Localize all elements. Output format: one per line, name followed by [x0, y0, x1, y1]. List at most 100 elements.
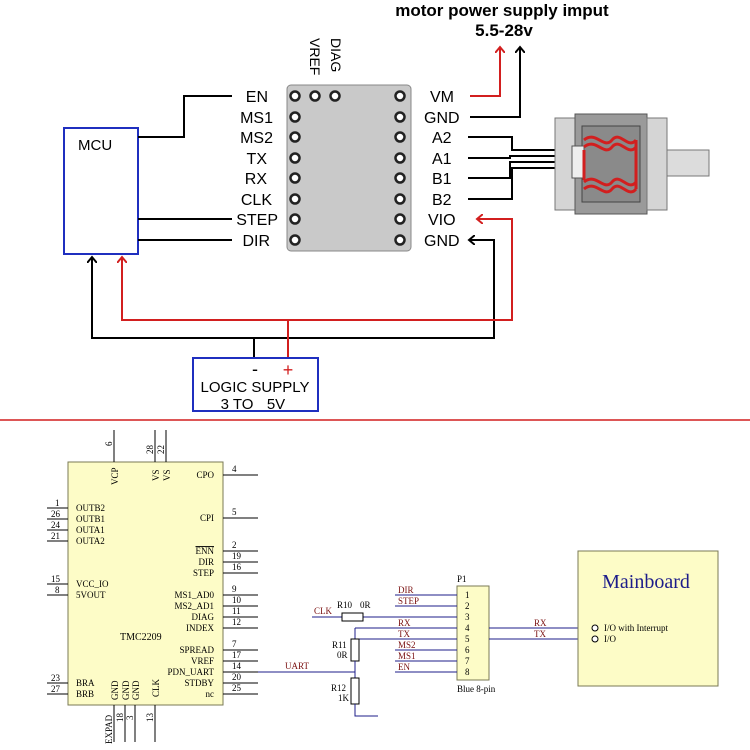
p1-label: P1	[457, 574, 467, 584]
rpin-name-index: INDEX	[186, 623, 214, 633]
pin-en: EN	[246, 89, 268, 106]
tpin-num-6: 6	[104, 441, 114, 446]
bpin-name-expad: EXPAD	[104, 714, 114, 744]
r10-resistor	[341, 612, 364, 622]
logic-supply-box	[192, 357, 319, 412]
bpin-name-gnd2: GND	[121, 680, 131, 700]
io-interrupt-pin	[591, 624, 599, 632]
mcu-label: MCU	[78, 137, 112, 154]
pin-vm: VM	[430, 89, 454, 106]
pin-ms2: MS2	[240, 130, 273, 147]
rpin-num-25: 25	[232, 683, 242, 693]
logic-gnd-wire-right	[254, 240, 495, 339]
logic-line3: 5V	[267, 396, 285, 413]
lpin-name-1: OUTB2	[76, 503, 105, 513]
bpin-name-clk: CLK	[151, 678, 161, 697]
driver-module	[286, 84, 412, 252]
bpin-name-gnd3: GND	[131, 680, 141, 700]
io-label: I/O	[604, 634, 616, 644]
p1-sig-ms2: MS2	[398, 640, 416, 650]
r10-value: 0R	[360, 600, 371, 610]
rpin-name-spread: SPREAD	[179, 645, 214, 655]
p1-sig-tx: TX	[398, 629, 410, 639]
r12-wire	[354, 704, 378, 717]
mainboard-title: Mainboard	[602, 571, 690, 593]
supply-title: motor power supply imput	[395, 1, 609, 20]
mainboard	[577, 550, 719, 687]
pin-b2: B2	[432, 192, 452, 209]
diag-label: DIAG	[328, 38, 344, 72]
pin-ms1: MS1	[240, 110, 273, 127]
p1-sig-rx: RX	[398, 618, 411, 628]
p1-sig-dir: DIR	[398, 585, 414, 595]
rpin-name-enn: ENN	[196, 546, 215, 556]
p1-num-3: 3	[465, 612, 470, 622]
pin-gnd-top: GND	[424, 110, 460, 127]
lpin-num-27: 27	[51, 684, 61, 694]
motor-wires	[468, 136, 560, 200]
pin-step: STEP	[236, 212, 278, 229]
p1-num-1: 1	[465, 590, 470, 600]
lpin-num-8: 8	[55, 585, 60, 595]
logic-plus: +	[283, 360, 294, 380]
vref-label: VREF	[307, 38, 323, 75]
lpin-num-21: 21	[51, 531, 60, 541]
bpin-num-18: 18	[115, 713, 125, 723]
tpin-num-28: 28	[145, 445, 155, 455]
rx-label-main: RX	[534, 618, 547, 628]
rpin-num-14: 14	[232, 661, 242, 671]
p1-num-2: 2	[465, 601, 470, 611]
rpin-num-7: 7	[232, 639, 237, 649]
p1-num-8: 8	[465, 667, 470, 677]
tpin-name-vcp: VCP	[110, 467, 120, 485]
p1-num-6: 6	[465, 645, 470, 655]
lpin-name-15: VCC_IO	[76, 579, 109, 589]
logic-line2: 3 TO	[221, 396, 254, 413]
p1-num-7: 7	[465, 656, 470, 666]
tpin-num-22: 22	[156, 445, 166, 454]
chip-top-leads	[113, 430, 167, 462]
pin-vio: VIO	[428, 212, 456, 229]
pin-tx: TX	[247, 151, 268, 168]
r12-value: 1K	[338, 693, 350, 703]
rpin-name-dir: DIR	[199, 557, 215, 567]
uart-label: UART	[285, 661, 309, 671]
p1-num-4: 4	[465, 623, 470, 633]
supply-voltage: 5.5-28v	[475, 21, 533, 40]
rpin-name-ms2: MS2_AD1	[174, 601, 214, 611]
bpin-num-3: 3	[125, 715, 135, 720]
rpin-num-19: 19	[232, 551, 242, 561]
pin-clk: CLK	[241, 192, 272, 209]
rpin-name-ms1: MS1_AD0	[174, 590, 214, 600]
pin-rx: RX	[245, 171, 268, 188]
rpin-name-step: STEP	[193, 568, 214, 578]
rpin-num-11: 11	[232, 606, 241, 616]
p1-connector	[456, 585, 490, 681]
rpin-num-4: 4	[232, 464, 237, 474]
logic-vcc-wire	[122, 258, 289, 358]
rpin-name-stdby: STDBY	[184, 678, 214, 688]
rpin-num-17: 17	[232, 650, 242, 660]
lpin-name-24: OUTA1	[76, 525, 105, 535]
pin-dir: DIR	[242, 233, 270, 250]
io-interrupt-label: I/O with Interrupt	[604, 623, 668, 633]
rpin-num-12: 12	[232, 617, 241, 627]
rpin-name-diag: DIAG	[192, 612, 215, 622]
tx-label-main: TX	[534, 629, 546, 639]
vm-supply-wire	[470, 48, 500, 97]
driver-pin-holes	[289, 90, 406, 246]
p1-sig-step: STEP	[398, 596, 419, 606]
logic-line1: LOGIC SUPPLY	[201, 379, 310, 396]
pin-a1: A1	[432, 151, 452, 168]
r11-value: 0R	[337, 650, 348, 660]
rpin-name-cpo: CPO	[196, 470, 214, 480]
bpin-name-gnd1: GND	[110, 680, 120, 700]
wire-en	[138, 95, 232, 138]
mcu-box	[63, 127, 139, 255]
p1-sig-ms1: MS1	[398, 651, 416, 661]
rpin-num-10: 10	[232, 595, 242, 605]
lpin-num-24: 24	[51, 520, 61, 530]
rpin-name-vref: VREF	[191, 656, 214, 666]
rpin-name-nc: nc	[206, 689, 215, 699]
